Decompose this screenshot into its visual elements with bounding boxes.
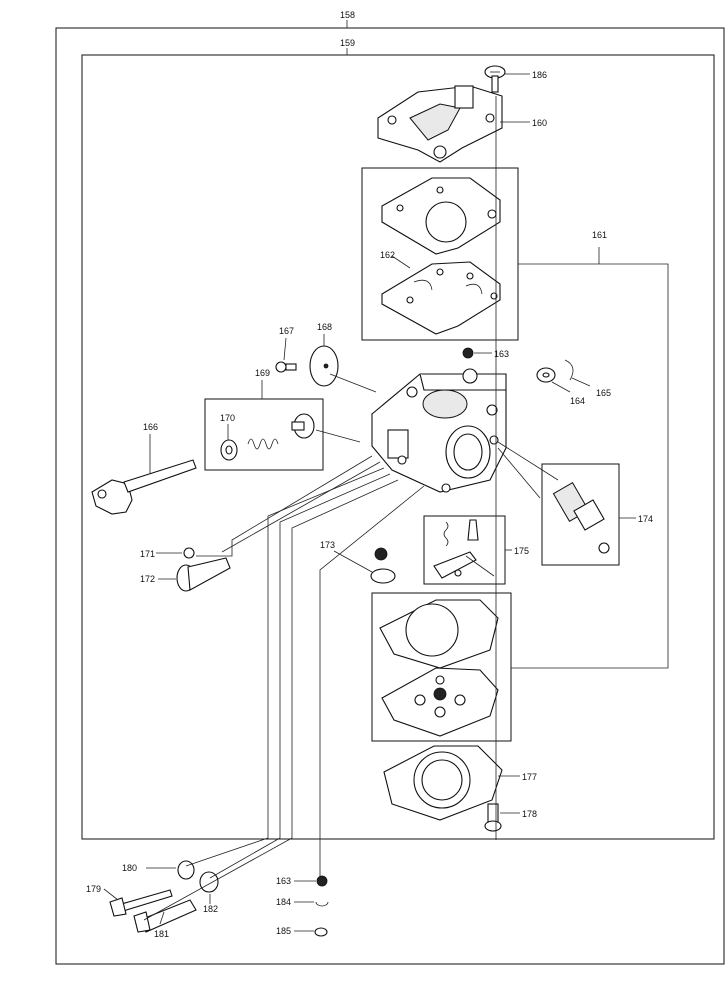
label-177: 177 [522, 772, 537, 782]
leader-lines [103, 73, 636, 932]
pump-gasket [381, 177, 501, 255]
inlet-screen [462, 347, 474, 359]
inlet-needle-assembly [433, 519, 495, 579]
adjusting-needle-h [109, 889, 173, 917]
inner-carburetor-frame [81, 54, 715, 840]
sensor-group-box-174 [541, 463, 620, 566]
label-162: 162 [380, 250, 395, 260]
metering-diaphragm-plate [381, 667, 499, 737]
label-181: 181 [154, 929, 169, 939]
label-167: 167 [279, 326, 294, 336]
gasket-group-box-bottom [371, 592, 512, 742]
label-174: 174 [638, 514, 653, 524]
spring-182 [199, 871, 219, 893]
needle-group-box-175 [423, 515, 506, 585]
spring-group-box-169 [204, 398, 324, 471]
choke-shaft [91, 459, 197, 515]
fuel-screen [374, 547, 388, 561]
label-166: 166 [143, 422, 158, 432]
label-160: 160 [532, 118, 547, 128]
label-172: 172 [140, 574, 155, 584]
part-labels: 158 159 186 160 161 162 163 164 165 167 … [86, 10, 653, 939]
label-171: 171 [140, 549, 155, 559]
solenoid-valve [552, 481, 610, 554]
metering-cover [383, 745, 503, 821]
circlip-184 [315, 901, 329, 907]
label-180: 180 [122, 863, 137, 873]
cover-screw [484, 65, 506, 93]
label-170: 170 [220, 413, 235, 423]
label-169: 169 [255, 368, 270, 378]
metering-gasket [379, 599, 499, 669]
carburetor-body [371, 368, 507, 493]
pump-diaphragm [381, 261, 501, 335]
label-184: 184 [276, 897, 291, 907]
gasket-group-box-top [361, 167, 519, 341]
label-182: 182 [203, 904, 218, 914]
throttle-screw [176, 557, 231, 592]
label-159: 159 [340, 38, 355, 48]
outer-assembly-frame [55, 27, 725, 965]
label-175: 175 [514, 546, 529, 556]
label-164: 164 [570, 396, 585, 406]
label-163-lower: 163 [276, 876, 291, 886]
label-161: 161 [592, 230, 607, 240]
label-178: 178 [522, 809, 537, 819]
adjusting-needle-l [133, 899, 197, 933]
o-ring [370, 568, 396, 584]
label-163: 163 [494, 349, 509, 359]
label-165: 165 [596, 388, 611, 398]
label-186: 186 [532, 70, 547, 80]
label-185: 185 [276, 926, 291, 936]
label-173: 173 [320, 540, 335, 550]
label-158: 158 [340, 10, 355, 20]
label-179: 179 [86, 884, 101, 894]
detent-ball [183, 547, 195, 559]
choke-spring [247, 438, 279, 450]
cover-bolt [484, 803, 502, 832]
o-ring-185 [314, 927, 328, 937]
screen-163-lower [316, 875, 328, 887]
label-168: 168 [317, 322, 332, 332]
choke-screw [275, 361, 297, 373]
pump-cover [377, 85, 503, 163]
circlip [564, 359, 574, 381]
